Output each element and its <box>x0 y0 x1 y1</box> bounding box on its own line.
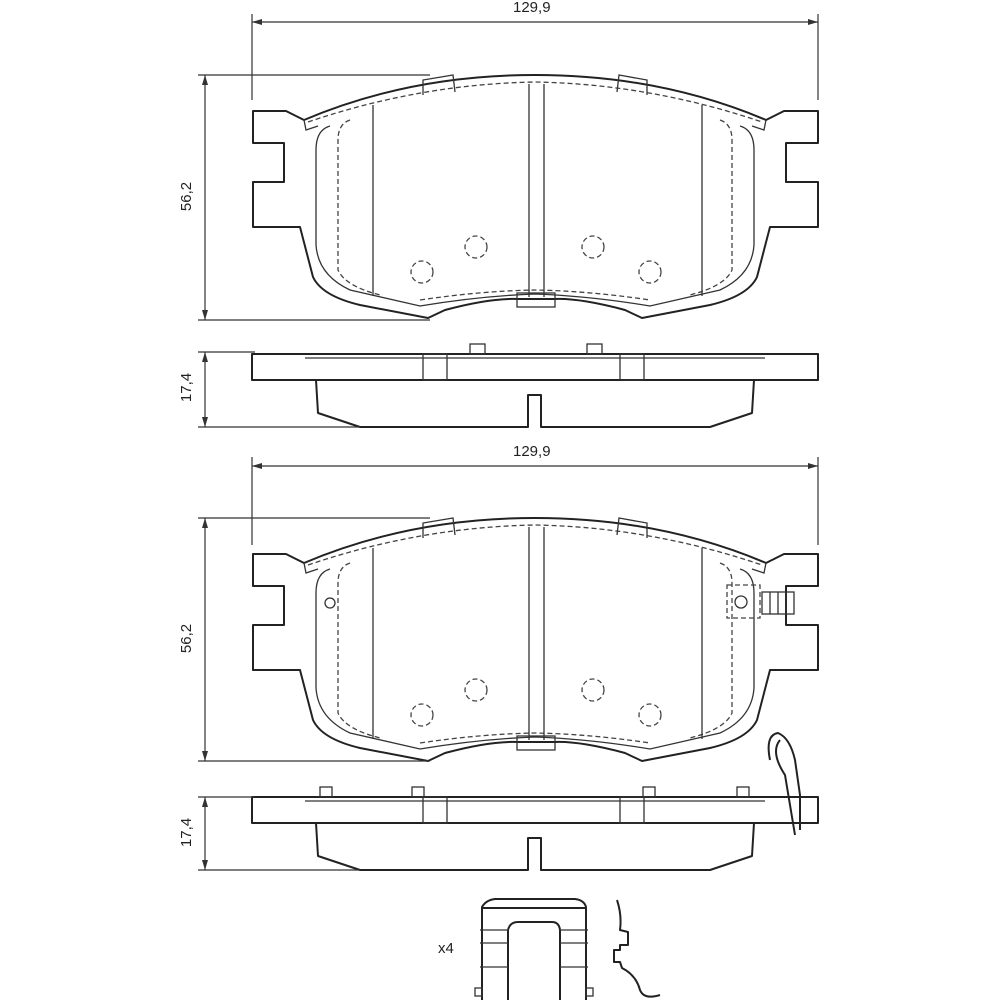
width-dimension-label: 129,9 <box>513 0 551 16</box>
clip-icon <box>474 898 661 1000</box>
pad-side-view-2 <box>251 786 819 871</box>
pad-top-view-2 <box>252 517 819 762</box>
width-dimension-label: 129,9 <box>513 443 551 460</box>
thickness-dimension-label: 17,4 <box>178 372 196 403</box>
dimension-lines <box>198 14 819 871</box>
hole-icon <box>410 235 662 284</box>
quantity-label: x4 <box>438 940 454 957</box>
height-dimension-label: 56,2 <box>178 623 196 654</box>
wear-sensor-icon <box>726 584 795 619</box>
pad-top-view-1 <box>252 74 819 319</box>
thickness-dimension-label: 17,4 <box>178 817 196 848</box>
pad-side-view-1 <box>251 343 819 428</box>
height-dimension-label: 56,2 <box>178 181 196 212</box>
spring-wire-icon <box>767 732 801 836</box>
